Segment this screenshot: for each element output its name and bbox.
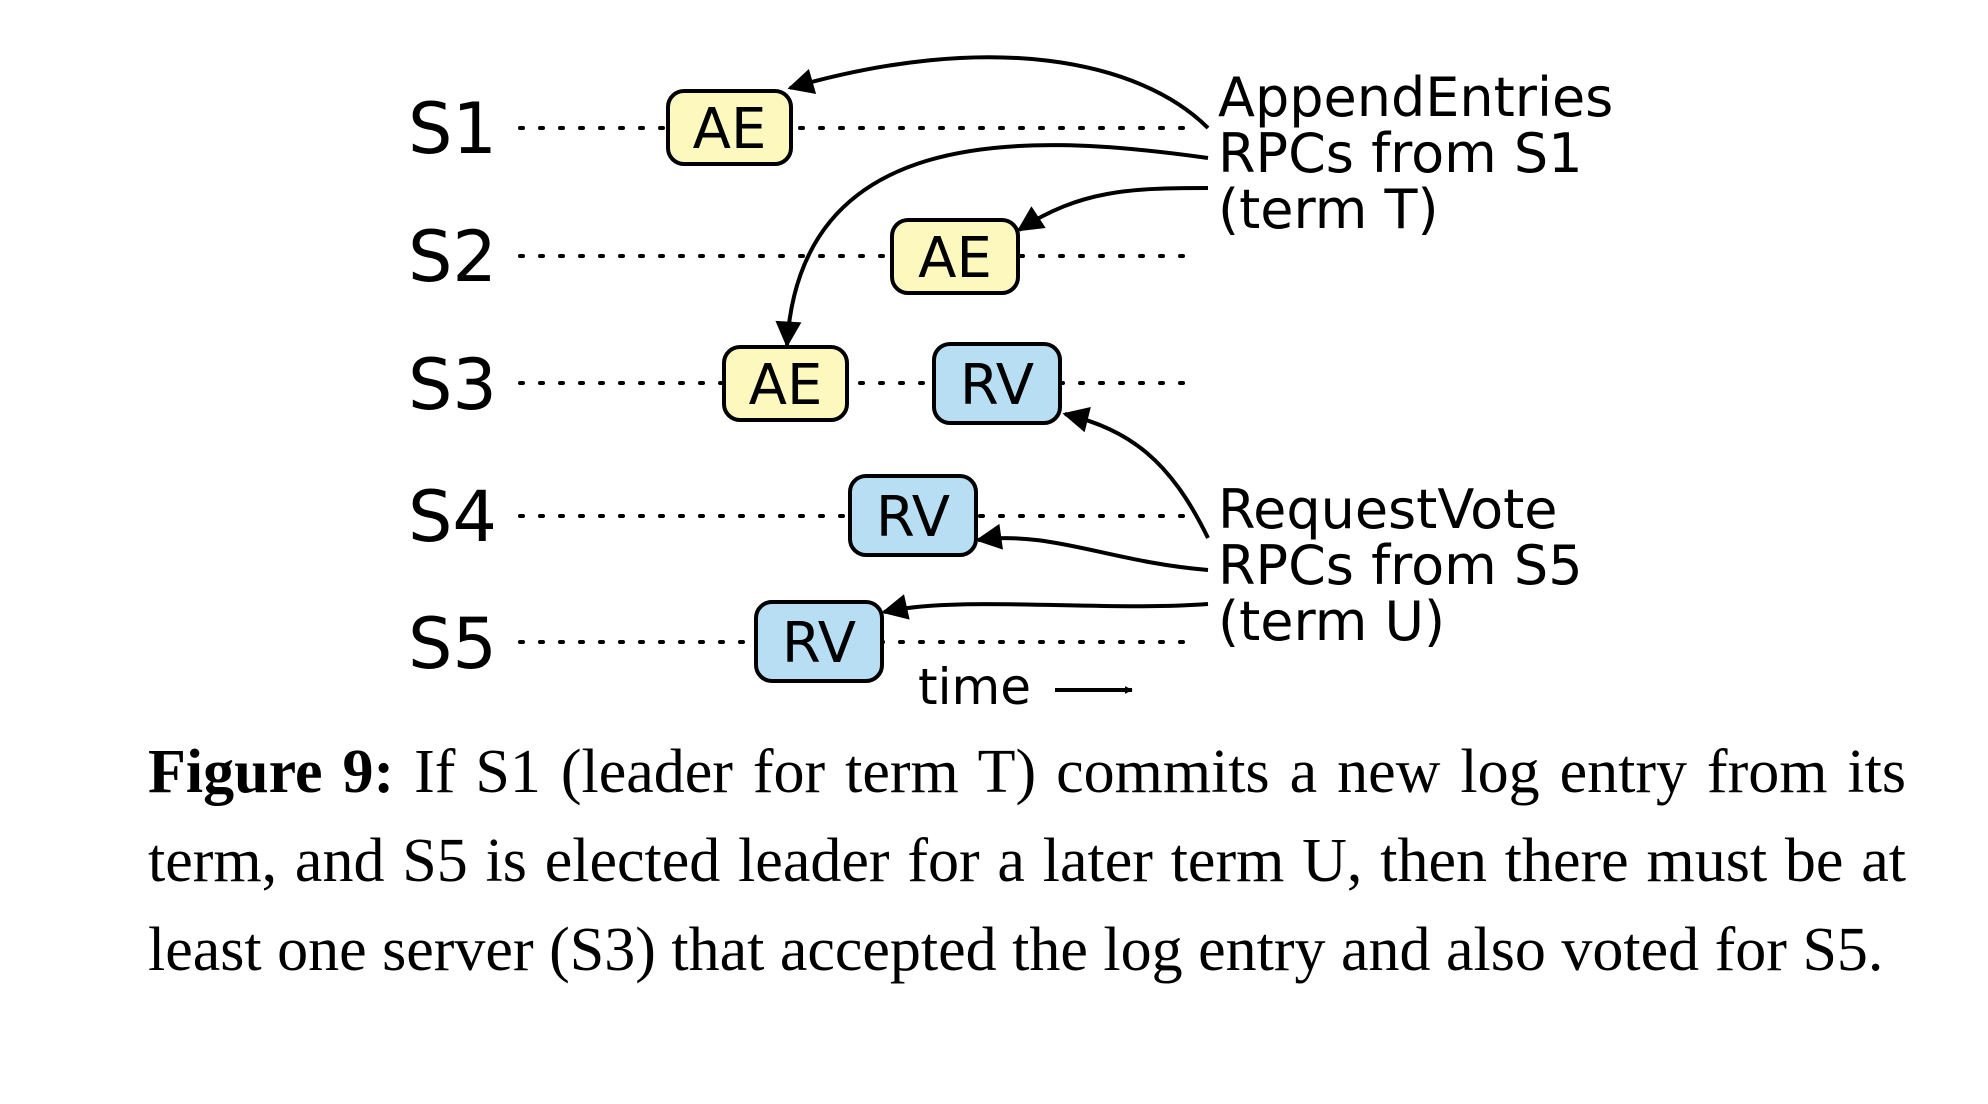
server-label-s2: S2 — [408, 216, 497, 298]
arrow-ae-to-s2 — [1016, 186, 1209, 232]
ae-box-s3: AE — [722, 345, 849, 422]
server-label-s5: S5 — [408, 603, 497, 685]
request-vote-annotation: RequestVote RPCs from S5 (term U) — [1218, 478, 1583, 653]
append-entries-line-1: AppendEntries — [1218, 66, 1613, 129]
request-vote-line-2: RPCs from S5 — [1218, 534, 1583, 597]
server-label-s1: S1 — [408, 88, 497, 170]
timeline-s2: S2 — [408, 216, 1192, 298]
append-entries-line-2: RPCs from S1 — [1218, 122, 1583, 185]
arrow-ae-to-s3 — [775, 143, 1209, 348]
ae-box-s1-label: AE — [693, 97, 767, 162]
arrow-rv-to-s4 — [975, 523, 1209, 572]
arrow-rv-to-s5 — [881, 594, 1209, 620]
arrow-rv-to-s3 — [1062, 406, 1210, 539]
figure-caption: Figure 9: If S1 (leader for term T) comm… — [148, 728, 1906, 995]
time-label: time — [918, 658, 1031, 716]
timeline-s5: S5 — [408, 603, 1192, 685]
caption-label: Figure 9: — [148, 738, 395, 806]
raft-safety-diagram: S1 S2 S3 S4 S5 AE AE AE RV RV RV — [408, 55, 1613, 716]
arrow-ae-to-s1 — [787, 55, 1210, 130]
timeline-s3: S3 — [408, 344, 1192, 426]
request-vote-line-1: RequestVote — [1218, 478, 1558, 541]
timeline-s1: S1 — [408, 88, 1192, 170]
server-label-s4: S4 — [408, 476, 497, 558]
ae-box-s1: AE — [666, 89, 793, 166]
rv-box-s5-label: RV — [782, 611, 856, 676]
append-entries-annotation: AppendEntries RPCs from S1 (term T) — [1218, 66, 1613, 241]
ae-box-s2-label: AE — [918, 226, 992, 291]
rv-box-s4-label: RV — [876, 485, 950, 550]
rv-box-s5: RV — [754, 600, 884, 683]
request-vote-line-3: (term U) — [1218, 590, 1445, 653]
rv-box-s3-label: RV — [960, 353, 1034, 418]
append-entries-line-3: (term T) — [1218, 178, 1439, 241]
rv-box-s3: RV — [932, 342, 1062, 425]
timeline-s4: S4 — [408, 476, 1192, 558]
rv-box-s4: RV — [848, 474, 978, 557]
time-axis: time — [918, 658, 1133, 716]
caption-text: If S1 (leader for term T) commits a new … — [148, 738, 1907, 984]
ae-box-s2: AE — [890, 218, 1020, 295]
server-label-s3: S3 — [408, 344, 497, 426]
ae-box-s3-label: AE — [749, 353, 823, 418]
